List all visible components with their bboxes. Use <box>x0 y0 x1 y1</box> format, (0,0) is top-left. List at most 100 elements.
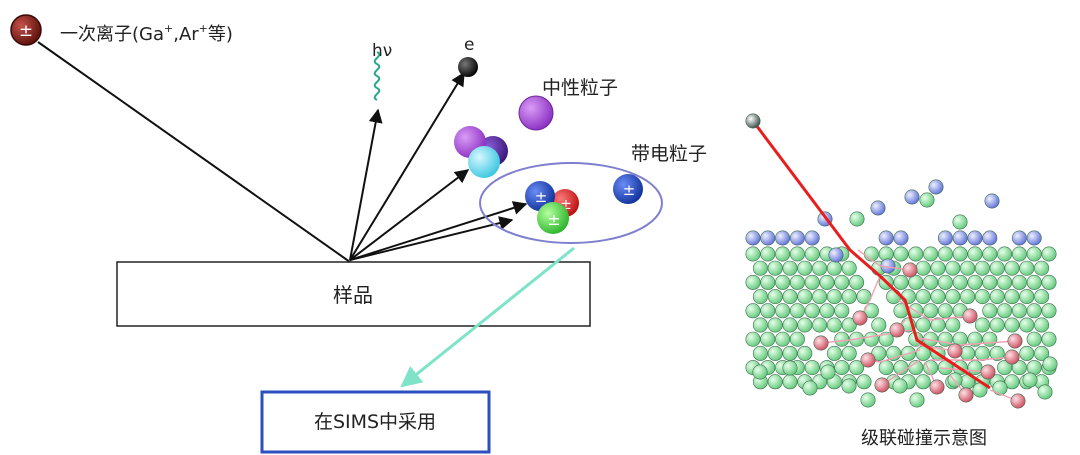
recoil-atom <box>852 310 868 326</box>
bulk-atom <box>930 260 946 276</box>
charged-ion-icon: ± <box>613 174 643 204</box>
surface-atom <box>937 230 953 246</box>
bulk-atom <box>1041 303 1057 319</box>
bulk-atom <box>886 289 902 305</box>
bulk-atom <box>797 260 813 276</box>
bulk-atom <box>812 289 828 305</box>
cascade-caption: 级联碰撞示意图 <box>861 428 987 449</box>
bulk-atom <box>871 317 887 333</box>
sims-use-arrow <box>400 246 575 388</box>
bulk-atom <box>1041 274 1057 290</box>
svg-text:±: ± <box>19 21 33 41</box>
bulk-atom <box>982 274 998 290</box>
bulk-atom <box>1034 260 1050 276</box>
bulk-atom <box>841 260 857 276</box>
surface-atom <box>982 230 998 246</box>
bulk-atom <box>871 345 887 361</box>
bulk-atom <box>947 372 963 388</box>
bulk-atom <box>1042 356 1058 372</box>
bulk-atom <box>960 289 976 305</box>
bulk-atom <box>937 331 953 347</box>
bulk-atom <box>909 392 925 408</box>
bulk-atom <box>945 317 961 333</box>
bulk-atom <box>797 289 813 305</box>
sims-box <box>260 390 491 454</box>
bulk-atom <box>1011 303 1027 319</box>
bulk-atom <box>826 289 842 305</box>
bulk-atom <box>982 303 998 319</box>
bulk-atom <box>797 317 813 333</box>
bulk-atom <box>782 260 798 276</box>
svg-text:±: ± <box>560 197 572 213</box>
recoil-atom <box>874 377 890 393</box>
bulk-atom <box>1011 360 1027 376</box>
bulk-atom <box>937 246 953 262</box>
bulk-atom <box>834 360 850 376</box>
bulk-atom <box>812 260 828 276</box>
bulk-atom <box>767 317 783 333</box>
bulk-atom <box>1026 331 1042 347</box>
recoil-atom <box>980 364 996 380</box>
bulk-atom <box>812 317 828 333</box>
bulk-atom <box>752 317 768 333</box>
surface-atom <box>1026 230 1042 246</box>
bulk-atom <box>856 374 872 390</box>
bulk-atom <box>834 303 850 319</box>
sputtered-atom <box>904 189 920 205</box>
bulk-atom <box>974 317 990 333</box>
bulk-atom <box>878 360 894 376</box>
bulk-atom <box>937 303 953 319</box>
bulk-atom <box>878 331 894 347</box>
bulk-atom <box>797 345 813 361</box>
recoil-atom <box>1007 333 1023 349</box>
bulk-atom <box>775 331 791 347</box>
primary-ion-label: 一次离子(Ga+,Ar+等) <box>60 22 233 45</box>
bulk-atom <box>1034 317 1050 333</box>
bulk-atom <box>826 260 842 276</box>
bulk-atom <box>863 331 879 347</box>
surface-atom <box>745 230 761 246</box>
bulk-atom <box>860 392 876 408</box>
bulk-atom <box>767 345 783 361</box>
bulk-atom <box>923 246 939 262</box>
sputtered-atom <box>952 214 968 230</box>
sputtered-atom <box>984 193 1000 209</box>
cascade-branch-line <box>857 249 911 271</box>
bulk-atom <box>1034 289 1050 305</box>
sputtered-atom <box>828 247 844 263</box>
bulk-atom <box>997 303 1013 319</box>
charged-particle-ellipse <box>479 162 663 244</box>
bulk-atom <box>745 303 761 319</box>
bulk-atom <box>1004 374 1020 390</box>
bulk-atom <box>782 289 798 305</box>
surface-atom <box>775 230 791 246</box>
bulk-atom <box>745 331 761 347</box>
bulk-atom <box>820 364 836 380</box>
bulk-atom <box>930 289 946 305</box>
bulk-atom <box>841 289 857 305</box>
bulk-atom <box>915 317 931 333</box>
bulk-atom <box>915 289 931 305</box>
primary-ion-icon: ± <box>10 14 42 46</box>
electron-arrow <box>349 71 465 261</box>
svg-text:±: ± <box>535 188 548 206</box>
bulk-atom <box>1019 260 1035 276</box>
bulk-atom <box>752 364 768 380</box>
recoil-atom <box>902 262 918 278</box>
recoil-atom <box>860 352 876 368</box>
bulk-atom <box>1037 384 1053 400</box>
recoil-atom <box>947 343 963 359</box>
surface-atom <box>893 230 909 246</box>
surface-atom <box>1011 230 1027 246</box>
photon-arrow <box>349 108 383 261</box>
bulk-atom <box>997 360 1013 376</box>
photon-wave-icon <box>373 51 381 101</box>
bulk-atom <box>945 289 961 305</box>
bulk-atom <box>760 331 776 347</box>
cascade-branch-line <box>917 337 1016 346</box>
svg-text:±: ± <box>623 181 636 199</box>
bulk-atom <box>760 274 776 290</box>
bulk-atom <box>1011 274 1027 290</box>
bulk-atom <box>967 331 983 347</box>
bulk-atom <box>1026 274 1042 290</box>
